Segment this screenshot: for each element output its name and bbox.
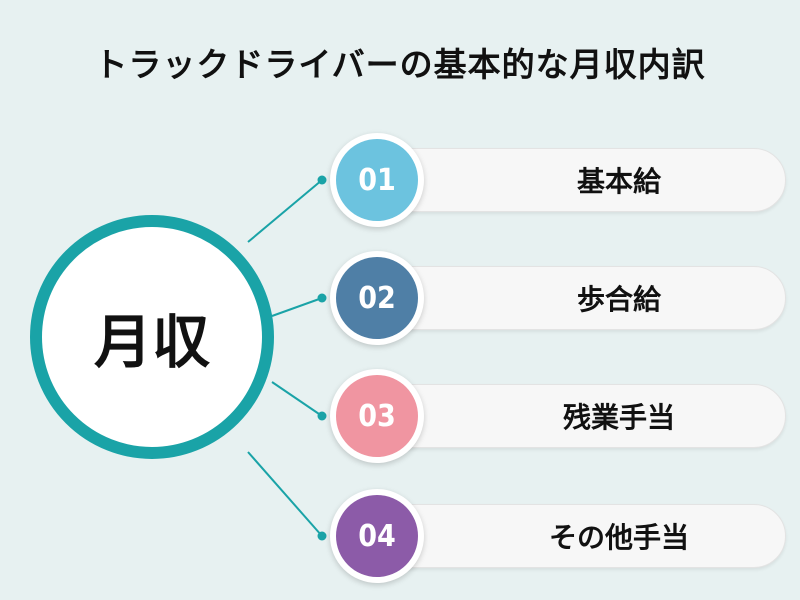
- hub-circle: 月収: [30, 215, 274, 459]
- item-number-2: 02: [336, 257, 418, 339]
- hub-label: 月収: [93, 308, 210, 376]
- connector-line-4: [247, 451, 323, 537]
- item-badge-2: 02: [330, 251, 424, 345]
- item-number-3: 03: [336, 375, 418, 457]
- item-pill-3: 残業手当: [368, 384, 786, 448]
- item-number-1: 01: [336, 139, 418, 221]
- item-label-3: 残業手当: [562, 401, 675, 434]
- item-badge-4: 04: [330, 489, 424, 583]
- item-pill-1: 基本給: [368, 148, 786, 212]
- connector-dot-3: [317, 411, 327, 421]
- connector-dot-4: [317, 531, 327, 541]
- item-badge-1: 01: [330, 133, 424, 227]
- connector-line-3: [271, 381, 323, 417]
- connector-dot-1: [317, 175, 327, 185]
- item-badge-3: 03: [330, 369, 424, 463]
- item-label-1: 基本給: [576, 165, 661, 198]
- connector-line-1: [247, 179, 323, 243]
- item-label-4: その他手当: [548, 521, 689, 554]
- page-title: トラックドライバーの基本的な月収内訳: [94, 45, 706, 84]
- item-label-2: 歩合給: [576, 283, 661, 316]
- connector-line-2: [271, 297, 323, 317]
- connector-dot-2: [317, 293, 327, 303]
- item-pill-2: 歩合給: [368, 266, 786, 330]
- item-pill-4: その他手当: [368, 504, 786, 568]
- item-number-4: 04: [336, 495, 418, 577]
